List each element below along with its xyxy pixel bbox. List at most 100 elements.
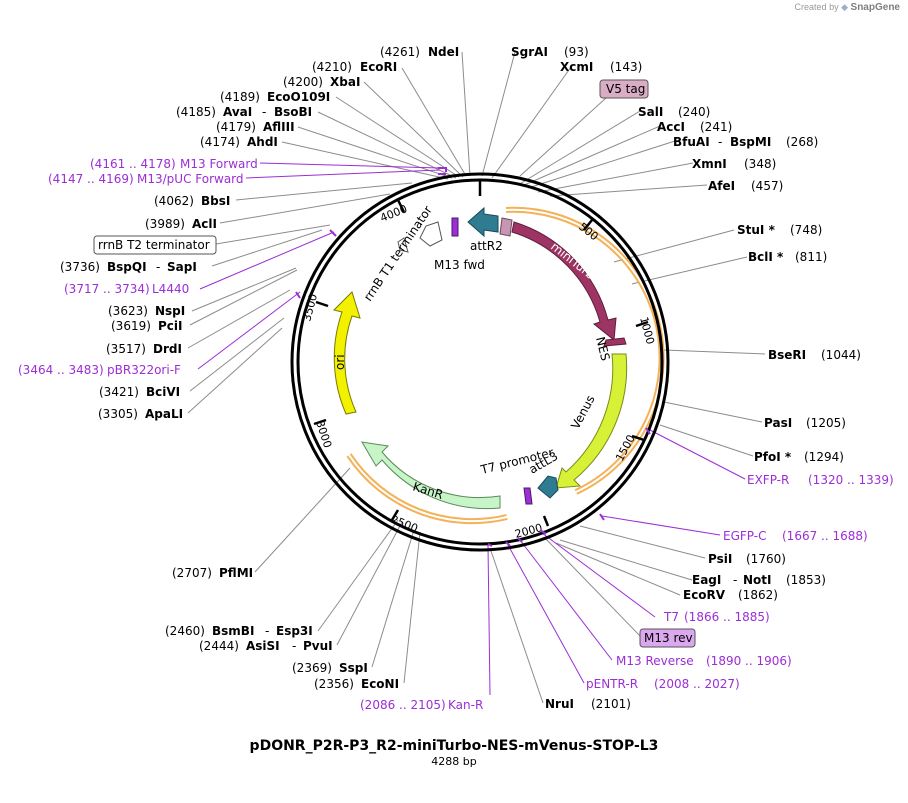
site-pos: (4261) [380, 45, 420, 59]
site-AccI[interactable]: AccI(241) [657, 120, 732, 134]
site-AvaI-BsoBI[interactable]: (4185)AvaI-BsoBI [176, 105, 312, 119]
site-ApaLI[interactable]: (3305)ApaLI [98, 407, 183, 421]
attR2-arrow[interactable] [467, 206, 499, 238]
site-BbsI[interactable]: (4062) BbsI [154, 194, 230, 208]
v5-tag-box[interactable] [599, 79, 649, 99]
site-PciI[interactable]: (3619)PciI [111, 319, 183, 333]
site-EcoRI[interactable]: (4210)EcoRI [312, 60, 397, 74]
site-pos: (2369) [292, 661, 332, 675]
ori-arrow[interactable] [333, 291, 361, 415]
leader-lines [187, 51, 766, 704]
primer-EGFP-C[interactable]: EGFP-C(1667 .. 1688) [723, 529, 868, 543]
site-pos: (4210) [312, 60, 352, 74]
tick-3000: 3000 [313, 419, 334, 450]
site-name: DrdI [153, 342, 182, 356]
primer-name: M13 Forward [180, 157, 258, 171]
primer-M13-pUC-Forward[interactable]: (4147 .. 4169)M13/pUC Forward [48, 172, 244, 186]
attR2-pink-block [499, 217, 513, 237]
site-SgrAI[interactable]: SgrAI (93) [511, 45, 589, 59]
primer-pBR322ori-F[interactable]: (3464 .. 3483)pBR322ori-F [18, 363, 181, 377]
site-NdeI[interactable]: (4261)NdeI [380, 45, 459, 59]
site-pos: (2707) [172, 566, 212, 580]
site-BsmBI-Esp3I[interactable]: (2460)BsmBI-Esp3I [165, 624, 313, 638]
site-pos: (240) [678, 105, 710, 119]
site-XbaI[interactable]: (4200)XbaI [283, 75, 360, 89]
site-pos: (1853) [786, 573, 826, 587]
site-StuI[interactable]: StuI *(748) [737, 223, 822, 237]
site-name: NspI [155, 304, 185, 318]
primer-name: Kan-R [448, 698, 483, 712]
site-pos: (268) [786, 135, 818, 149]
site-AclI[interactable]: (3989)AclI [145, 217, 217, 231]
primer-range: (1866 .. 1885) [684, 610, 770, 624]
feature-label-T7-promoter: T7 promoter [478, 445, 555, 477]
Venus-arrow[interactable] [555, 353, 628, 489]
site-pos: (93) [564, 45, 589, 59]
site-EcoRV[interactable]: EcoRV(1862) [683, 588, 778, 602]
site-name: BsmBI [212, 624, 254, 638]
site-pos: (4062) [154, 194, 194, 208]
site-separator: - [262, 105, 266, 119]
site-AsiSI-PvuI[interactable]: (2444)AsiSI-PvuI [199, 639, 333, 653]
site-pos: (3619) [111, 319, 151, 333]
site-pos: (3305) [98, 407, 138, 421]
site-DrdI[interactable]: (3517)DrdI [106, 342, 182, 356]
site-PasI[interactable]: PasI(1205) [764, 416, 846, 430]
rrnB-T2-terminator-arrow [397, 237, 409, 253]
site-BclI[interactable]: BclI *(811) [748, 250, 827, 264]
site-PfoI[interactable]: PfoI *(1294) [754, 450, 844, 464]
site-PsiI[interactable]: PsiI(1760) [708, 552, 786, 566]
primer-Kan-R[interactable]: (2086 .. 2105)Kan-R [360, 698, 483, 712]
primer-range: (1320 .. 1339) [808, 473, 894, 487]
site-NspI[interactable]: (3623)NspI [108, 304, 185, 318]
site-pos: (241) [700, 120, 732, 134]
site-SspI[interactable]: (2369)SspI [292, 661, 368, 675]
site-XmnI[interactable]: XmnI(348) [692, 157, 776, 171]
primer-T7[interactable]: T7(1866 .. 1885) [663, 610, 770, 624]
site-pos: (4174) [200, 135, 240, 149]
site-NruI[interactable]: NruI(2101) [545, 697, 631, 711]
rrnb-t2-box[interactable] [93, 235, 217, 255]
site-name: EcoRV [683, 588, 726, 602]
site-AhdI[interactable]: (4174)AhdI [200, 135, 278, 149]
KanR-arrow[interactable] [361, 441, 501, 510]
primer-range: (4147 .. 4169) [48, 172, 134, 186]
feature-label-Venus: Venus [568, 393, 597, 431]
m13-rev-box[interactable] [639, 628, 696, 648]
site-XcmI[interactable]: XcmI(143) [560, 60, 642, 74]
tick-4000: 4000 [378, 202, 409, 225]
site-BspQI-SapI[interactable]: (3736)BspQI-SapI [60, 260, 197, 274]
site-name: BclI * [748, 250, 784, 264]
primer-name: L4440 [152, 282, 189, 296]
site-name: BbsI [201, 194, 230, 208]
site-BseRI[interactable]: BseRI(1044) [768, 348, 861, 362]
primer-M13-Reverse[interactable]: M13 Reverse(1890 .. 1906) [616, 654, 792, 668]
site-BciVI[interactable]: (3421)BciVI [99, 385, 180, 399]
site-EagI-NotI[interactable]: EagI-NotI(1853) [692, 573, 826, 587]
site-pos: (4185) [176, 105, 216, 119]
primer-pENTR-R[interactable]: pENTR-R(2008 .. 2027) [586, 677, 740, 691]
site-EcoNI[interactable]: (2356)EcoNI [314, 677, 399, 691]
site-AflIII[interactable]: (4179)AflIII [216, 120, 295, 134]
site-BfuAI-BspMI[interactable]: BfuAI-BspMI(268) [673, 135, 818, 149]
site-name: SgrAI [511, 45, 548, 59]
site-PflMI[interactable]: (2707)PflMI [172, 566, 253, 580]
site-name: PasI [764, 416, 792, 430]
site-pos: (1044) [821, 348, 861, 362]
site-pos: (4179) [216, 120, 256, 134]
site-AfeI[interactable]: AfeI(457) [708, 179, 783, 193]
attL3-arrow[interactable] [537, 475, 559, 499]
site-name: NruI [545, 697, 574, 711]
feature-label-ori: ori [333, 354, 347, 370]
primer-M13-Forward[interactable]: (4161 .. 4178)M13 Forward [90, 157, 258, 171]
credit-prefix: Created by [794, 2, 839, 12]
NES-arrow[interactable] [603, 337, 627, 347]
site-pos: (1760) [746, 552, 786, 566]
primer-EXFP-R[interactable]: EXFP-R(1320 .. 1339) [747, 473, 894, 487]
site-SalI[interactable]: SalI(240) [638, 105, 710, 119]
tick-labels: 500 1000 1500 2000 2500 3000 3500 4000 [300, 202, 657, 541]
site-EcoO109I[interactable]: (4189)EcoO109I [220, 90, 330, 104]
primer-L4440[interactable]: (3717 .. 3734)L4440 [64, 282, 189, 296]
site-name: AvaI [223, 105, 252, 119]
primer-name: pENTR-R [586, 677, 638, 691]
